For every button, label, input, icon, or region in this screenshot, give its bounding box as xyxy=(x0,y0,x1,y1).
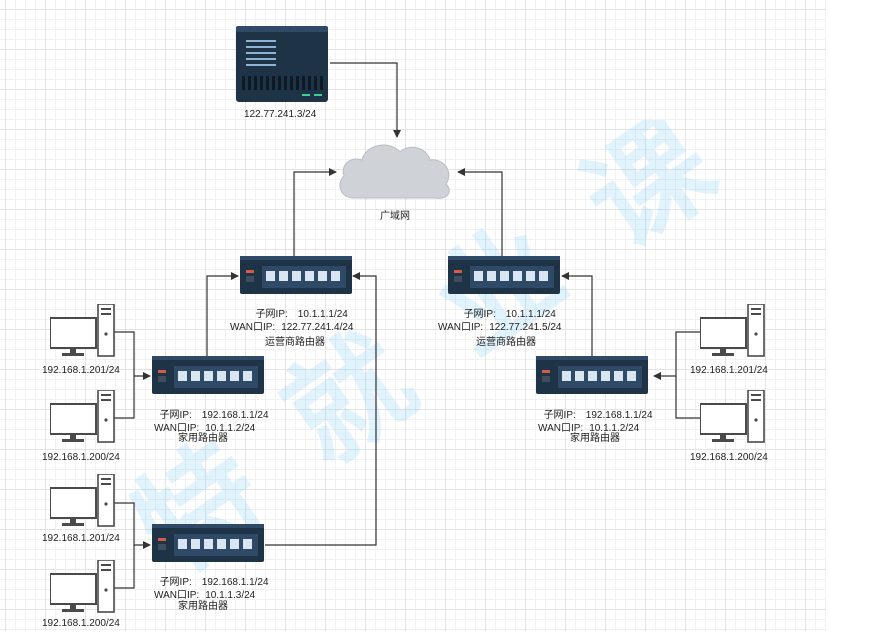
server-icon xyxy=(236,26,328,102)
router-icon xyxy=(240,256,352,294)
link-pc5-home3 xyxy=(653,331,700,380)
wan-ip-label: WAN口IP: xyxy=(154,590,200,601)
pc-1-ip: 192.168.1.201/24 xyxy=(42,365,120,376)
link-pc6-home3 xyxy=(675,376,700,419)
subnet-label: 子网IP: xyxy=(159,410,192,421)
server-ip-label: 122.77.241.3/24 xyxy=(244,109,317,120)
router-icon xyxy=(536,356,648,394)
home-router-1-title: 家用路由器 xyxy=(178,433,228,444)
isp-router-right[interactable] xyxy=(448,256,560,294)
home-router-3-title: 家用路由器 xyxy=(570,433,620,444)
wan-ip: 122.77.241.5/24 xyxy=(489,322,562,333)
pc-3-ip: 192.168.1.201/24 xyxy=(42,533,120,544)
link-pc4-home2 xyxy=(114,545,135,589)
subnet-ip: 192.168.1.1/24 xyxy=(201,410,269,421)
server-node[interactable] xyxy=(236,26,328,102)
router-icon xyxy=(152,356,264,394)
home-router-3[interactable] xyxy=(536,356,648,394)
wan-label: 广域网 xyxy=(380,211,410,222)
wan-ip: 122.77.241.4/24 xyxy=(281,322,354,333)
pc-4-ip: 192.168.1.200/24 xyxy=(42,618,120,629)
subnet-label: 子网IP: xyxy=(255,309,288,320)
pc-5-ip: 192.168.1.201/24 xyxy=(690,365,768,376)
link-home3-isp-right xyxy=(561,272,593,356)
wan-ip: 10.1.1.2/24 xyxy=(589,423,640,434)
pc-5[interactable] xyxy=(699,303,766,358)
subnet-label: 子网IP: xyxy=(543,410,576,421)
pc-6[interactable] xyxy=(699,389,766,444)
subnet-ip: 192.168.1.1/24 xyxy=(585,410,653,421)
link-pc2-home1 xyxy=(114,376,135,419)
subnet-ip: 10.1.1.1/24 xyxy=(505,309,556,320)
wan-ip-label: WAN口IP: xyxy=(154,423,200,434)
desktop-computer-icon xyxy=(699,303,765,357)
pc-1[interactable] xyxy=(49,303,116,358)
grid-canvas xyxy=(0,0,826,631)
pc-2[interactable] xyxy=(49,389,116,444)
home-router-2[interactable] xyxy=(152,524,264,562)
link-isp-left-cloud xyxy=(293,168,337,258)
isp-router-left[interactable] xyxy=(240,256,352,294)
link-server-cloud xyxy=(330,62,401,138)
link-pc3-home2 xyxy=(114,502,151,549)
router-icon xyxy=(152,524,264,562)
isp-router-right-title: 运营商路由器 xyxy=(476,337,536,348)
link-isp-right-cloud xyxy=(457,168,503,258)
desktop-computer-icon xyxy=(49,559,115,613)
wan-ip: 10.1.1.3/24 xyxy=(205,590,256,601)
pc-6-ip: 192.168.1.200/24 xyxy=(690,452,768,463)
pc-4[interactable] xyxy=(49,559,116,614)
wan-cloud[interactable] xyxy=(336,138,456,204)
link-home2-isp-left xyxy=(265,272,377,546)
desktop-computer-icon xyxy=(699,389,765,443)
subnet-label: 子网IP: xyxy=(463,309,496,320)
link-home1-isp-left xyxy=(206,272,239,356)
link-pc1-home1 xyxy=(114,331,151,380)
desktop-computer-icon xyxy=(49,473,115,527)
wan-ip-label: WAN口IP: xyxy=(230,322,276,333)
pc-3[interactable] xyxy=(49,473,116,528)
canvas-margin xyxy=(826,0,876,631)
home-router-2-title: 家用路由器 xyxy=(178,601,228,612)
router-icon xyxy=(448,256,560,294)
subnet-label: 子网IP: xyxy=(159,577,192,588)
wan-ip-label: WAN口IP: xyxy=(438,322,484,333)
isp-router-left-title: 运营商路由器 xyxy=(265,337,325,348)
home-router-1[interactable] xyxy=(152,356,264,394)
desktop-computer-icon xyxy=(49,303,115,357)
subnet-ip: 10.1.1.1/24 xyxy=(297,309,348,320)
desktop-computer-icon xyxy=(49,389,115,443)
wan-ip-label: WAN口IP: xyxy=(538,423,584,434)
subnet-ip: 192.168.1.1/24 xyxy=(201,577,269,588)
cloud-icon xyxy=(339,144,450,199)
wan-ip: 10.1.1.2/24 xyxy=(205,423,256,434)
pc-2-ip: 192.168.1.200/24 xyxy=(42,452,120,463)
